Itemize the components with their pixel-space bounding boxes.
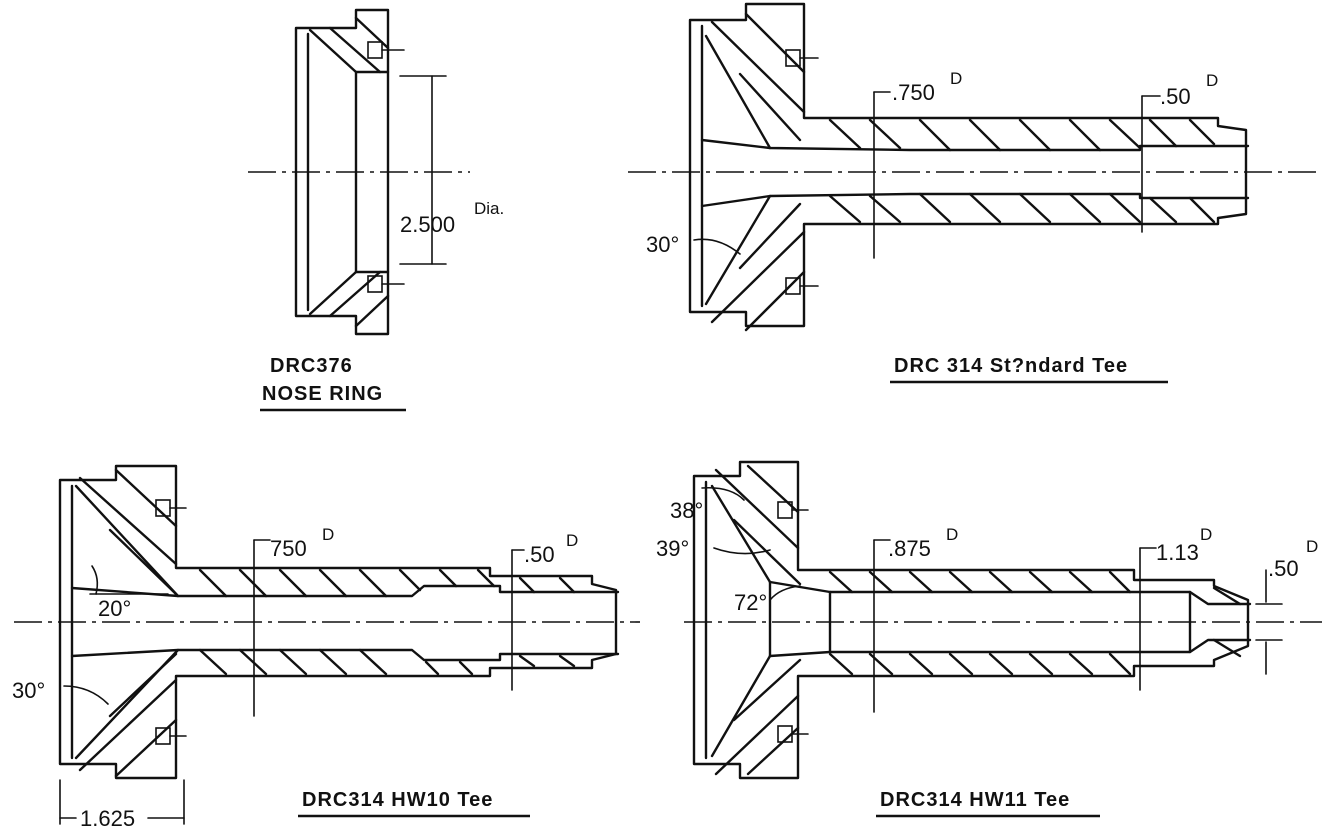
nose-ring-figure: 2.500 Dia. DRC376 NOSE RING xyxy=(248,8,504,412)
hw11-tee-dim-a: .875 xyxy=(888,536,931,561)
standard-tee-angle: 30° xyxy=(646,232,679,257)
hw10-tee-caption: DRC314 HW10 Tee xyxy=(302,789,493,811)
hw10-tee-angle-a: 20° xyxy=(98,596,131,621)
standard-tee-dim-b-suffix: D xyxy=(1206,71,1218,90)
hw10-tee-dim-b: .50 xyxy=(524,542,555,567)
hw11-tee-dim-c: .50 xyxy=(1268,556,1299,581)
hw11-tee-angle-c: 72° xyxy=(734,590,767,615)
nose-ring-caption-title: NOSE RING xyxy=(262,383,383,405)
hw10-tee-figure: 750 D .50 D 20° 30° 1.625 DRC314 HW10 Te… xyxy=(12,464,640,831)
hw10-tee-angle-b: 30° xyxy=(12,678,45,703)
hw11-tee-caption: DRC314 HW11 Tee xyxy=(880,789,1070,811)
hw10-tee-length: 1.625 xyxy=(80,806,135,831)
hw11-tee-figure: .875 D 1.13 D .50 D 38° 39° 72° DRC314 H… xyxy=(656,460,1322,818)
hw11-tee-angle-b: 39° xyxy=(656,536,689,561)
hw10-tee-dim-b-suffix: D xyxy=(566,531,578,550)
standard-tee-caption: DRC 314 St?ndard Tee xyxy=(894,355,1128,377)
hw10-tee-dim-a-suffix: D xyxy=(322,525,334,544)
hw11-tee-dim-b-suffix: D xyxy=(1200,525,1212,544)
hw11-tee-angle-a: 38° xyxy=(670,498,703,523)
standard-tee-dim-b: .50 xyxy=(1160,84,1191,109)
standard-tee-dim-a-suffix: D xyxy=(950,69,962,88)
nose-ring-caption-part: DRC376 xyxy=(270,355,353,377)
hw11-tee-dim-b: 1.13 xyxy=(1156,540,1199,565)
hw11-tee-dim-c-suffix: D xyxy=(1306,537,1318,556)
hw10-tee-dim-a: 750 xyxy=(270,536,307,561)
standard-tee-dim-a: .750 xyxy=(892,80,935,105)
standard-tee-figure: .750 D .50 D 30° DRC 314 St?ndard Tee xyxy=(628,2,1320,384)
nose-ring-dimension-suffix: Dia. xyxy=(474,199,504,218)
nose-ring-dimension: 2.500 xyxy=(400,212,455,237)
hw11-tee-dim-a-suffix: D xyxy=(946,525,958,544)
